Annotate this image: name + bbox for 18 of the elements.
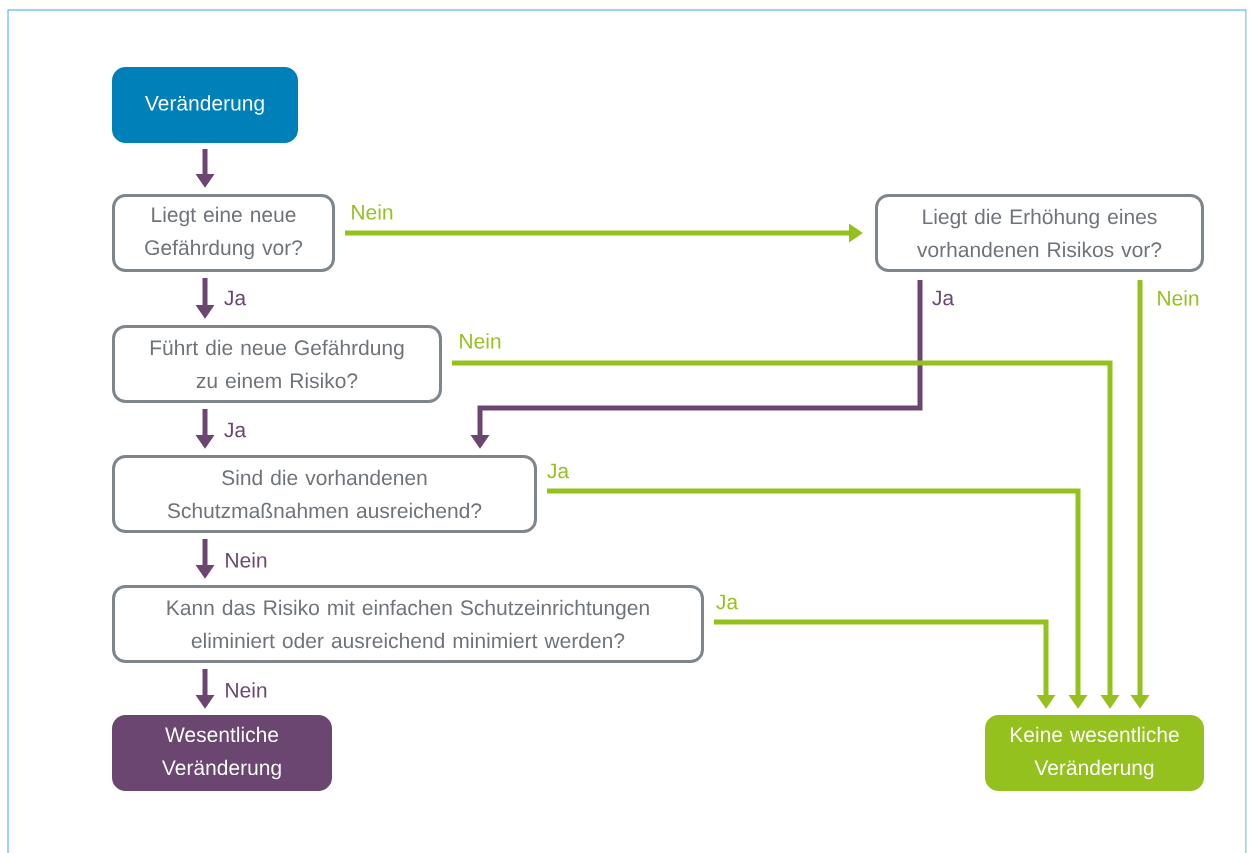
decision-box: Sind die vorhandenen Schutzmaßnahmen ausreichend? xyxy=(112,455,537,533)
edge-label: Nein xyxy=(223,551,269,569)
edge-label: Ja xyxy=(222,289,248,307)
decision-box: Kann das Risiko mit einfachen Schutzeinrichtungen eliminiert oder ausreichend minimiert werden? xyxy=(112,585,704,663)
edge-label: Nein xyxy=(1155,289,1201,307)
edge-label: Nein xyxy=(223,681,269,699)
edge-label: Ja xyxy=(545,462,571,480)
decision-box: Liegt eine neue Gefährdung vor? xyxy=(112,194,335,272)
edge-label: Ja xyxy=(714,593,740,611)
edge-label: Ja xyxy=(222,421,248,439)
end-box: Keine wesentliche Veränderung xyxy=(985,715,1204,791)
edge-label: Ja xyxy=(930,289,956,307)
decision-box: Liegt die Erhöhung eines vorhandenen Risikos vor? xyxy=(875,194,1204,272)
decision-box: Führt die neue Gefährdung zu einem Risiko? xyxy=(112,325,442,403)
edge-label: Nein xyxy=(457,332,503,350)
start-box: Veränderung xyxy=(112,67,298,143)
end-box: Wesentliche Veränderung xyxy=(112,715,332,791)
edge-label: Nein xyxy=(349,203,395,221)
